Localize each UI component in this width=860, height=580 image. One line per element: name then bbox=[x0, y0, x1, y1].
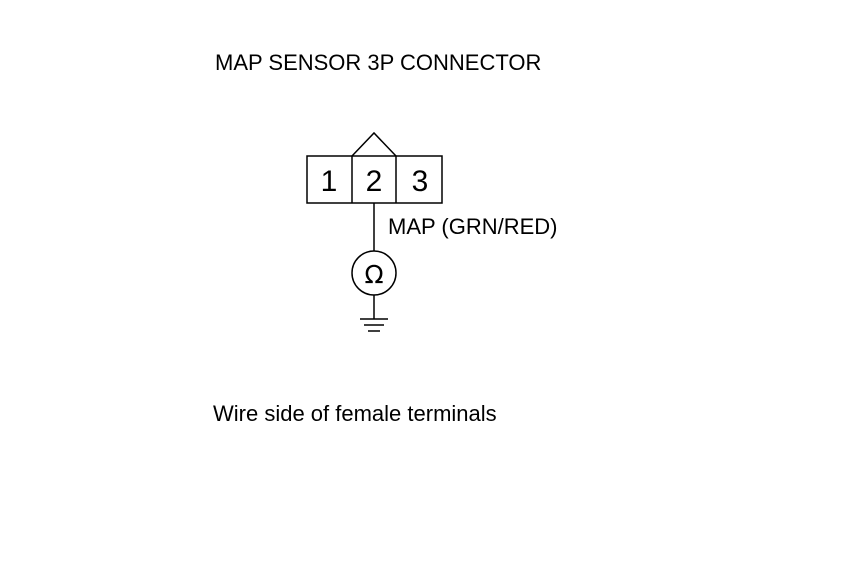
connector-lock-tab bbox=[351, 131, 397, 157]
ground-icon bbox=[360, 318, 388, 332]
pin-3-label: 3 bbox=[412, 165, 429, 198]
pin-2-label: 2 bbox=[366, 165, 383, 198]
wire-label: MAP (GRN/RED) bbox=[388, 214, 558, 239]
ohm-icon: Ω bbox=[364, 260, 383, 289]
diagram-title: MAP SENSOR 3P CONNECTOR bbox=[215, 50, 542, 75]
pin-1-label: 1 bbox=[321, 165, 338, 198]
view-caption: Wire side of female terminals bbox=[213, 401, 497, 426]
